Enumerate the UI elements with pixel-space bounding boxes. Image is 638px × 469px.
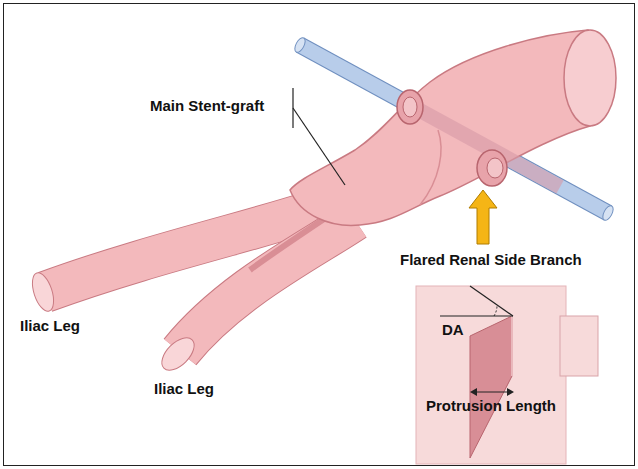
flared-side-branch — [477, 150, 507, 186]
dimension-label: Protrusion Length — [426, 398, 556, 415]
inset-panel: DA Protrusion Length — [416, 286, 566, 464]
side-branch-ring — [397, 90, 423, 124]
inset-branch-tube — [560, 316, 598, 376]
inset-ground — [416, 286, 566, 464]
iliac-leg-outline — [180, 220, 355, 352]
part-label: Iliac Leg — [154, 381, 214, 398]
body-shoulder — [420, 130, 441, 205]
part-label: Main Stent-graft — [150, 98, 264, 115]
part-label: Iliac Leg — [20, 318, 80, 335]
part-label: Flared Renal Side Branch — [400, 252, 582, 269]
side-branch-hole — [403, 97, 417, 117]
inset-edge — [511, 316, 513, 376]
leg-seam — [250, 215, 330, 270]
frame — [4, 4, 635, 466]
angle-label: DA — [442, 322, 464, 339]
angle-arc — [494, 305, 497, 316]
iliac-leg — [180, 220, 355, 352]
renal-end — [293, 36, 308, 54]
dimension-line — [474, 391, 510, 392]
angle-line — [470, 286, 513, 316]
renal-inside — [410, 105, 560, 187]
dimension-arrowheads — [470, 388, 514, 396]
angle-baseline — [440, 315, 513, 316]
main-body — [290, 30, 590, 225]
inset-wall — [470, 316, 512, 458]
leg-end — [28, 270, 57, 314]
side-branch-hole — [487, 158, 503, 178]
leg-end — [156, 332, 200, 376]
pointer-arrow — [469, 190, 497, 244]
body-opening — [564, 30, 616, 126]
leader-line — [293, 108, 345, 185]
renal-end — [601, 204, 616, 222]
